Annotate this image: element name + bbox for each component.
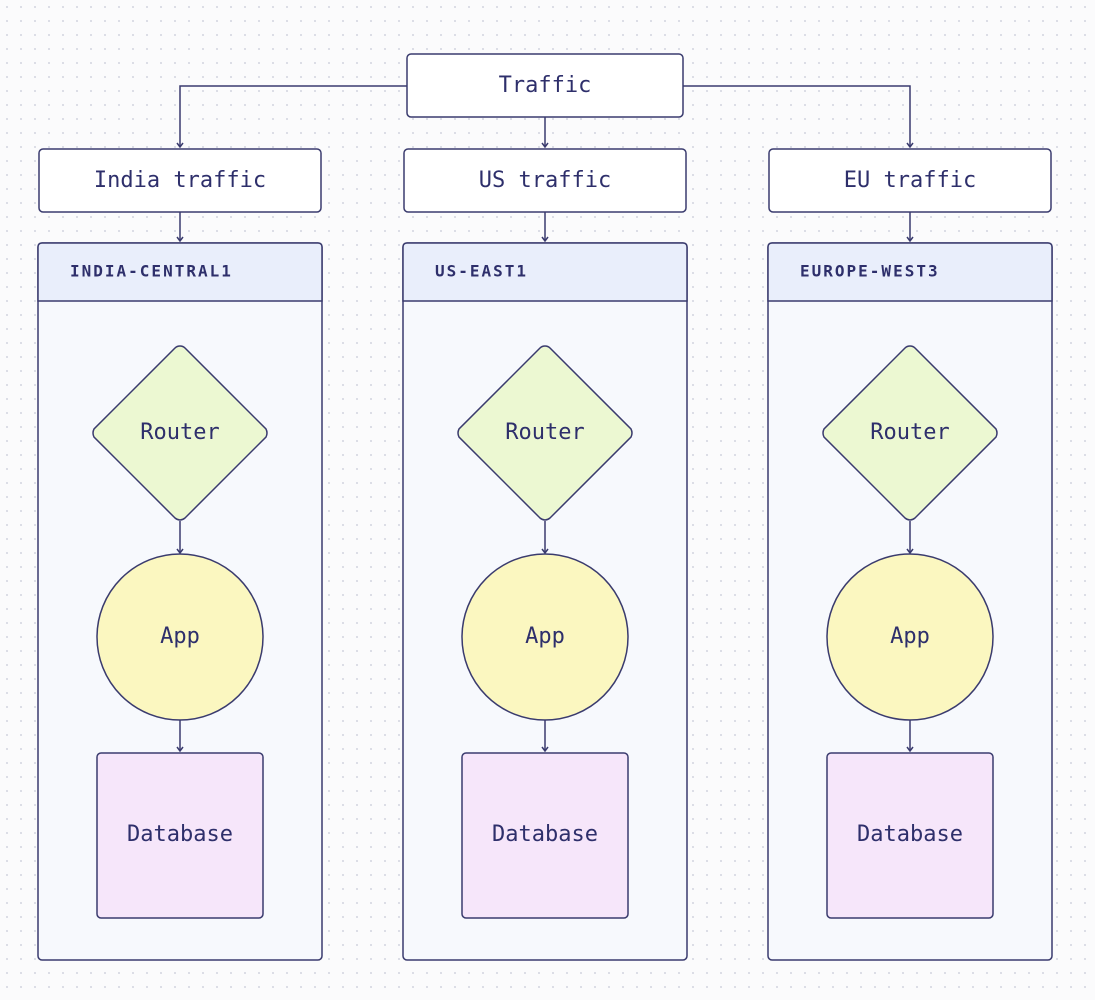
router-node[interactable]: Router bbox=[92, 345, 268, 521]
region-label: US-EAST1 bbox=[435, 262, 528, 281]
region-header bbox=[402, 242, 688, 302]
region-label: EUROPE-WEST3 bbox=[800, 262, 940, 281]
us-traffic-label: US traffic bbox=[479, 168, 611, 193]
database-label: Database bbox=[127, 822, 233, 847]
region-header bbox=[37, 242, 323, 302]
app-node[interactable]: App bbox=[826, 553, 994, 721]
app-node[interactable]: App bbox=[461, 553, 629, 721]
eu-traffic-label: EU traffic bbox=[844, 168, 976, 193]
edge-traffic-to-eu bbox=[683, 85, 914, 149]
edge-traffic-to-india bbox=[176, 85, 407, 149]
traffic-node[interactable]: Traffic bbox=[406, 53, 684, 118]
region-label: INDIA-CENTRAL1 bbox=[70, 262, 233, 281]
database-label: Database bbox=[492, 822, 598, 847]
database-node[interactable]: Database bbox=[826, 752, 994, 919]
app-label: App bbox=[525, 624, 565, 649]
india-traffic-node[interactable]: India traffic bbox=[38, 148, 322, 213]
router-label: Router bbox=[140, 420, 219, 445]
traffic-node-label: Traffic bbox=[499, 73, 592, 98]
column-us: US traffic US-EAST1 Router App Database bbox=[402, 148, 688, 961]
eu-traffic-node[interactable]: EU traffic bbox=[768, 148, 1052, 213]
app-label: App bbox=[890, 624, 930, 649]
column-india: India traffic INDIA-CENTRAL1 Router App … bbox=[37, 148, 323, 961]
database-node[interactable]: Database bbox=[461, 752, 629, 919]
router-label: Router bbox=[505, 420, 584, 445]
column-eu: EU traffic EUROPE-WEST3 Router App Datab… bbox=[767, 148, 1053, 961]
database-node[interactable]: Database bbox=[96, 752, 264, 919]
router-node[interactable]: Router bbox=[822, 345, 998, 521]
root-edges bbox=[176, 85, 914, 149]
database-label: Database bbox=[857, 822, 963, 847]
us-traffic-node[interactable]: US traffic bbox=[403, 148, 687, 213]
router-node[interactable]: Router bbox=[457, 345, 633, 521]
router-label: Router bbox=[870, 420, 949, 445]
india-traffic-label: India traffic bbox=[94, 168, 266, 193]
region-header bbox=[767, 242, 1053, 302]
app-node[interactable]: App bbox=[96, 553, 264, 721]
app-label: App bbox=[160, 624, 200, 649]
